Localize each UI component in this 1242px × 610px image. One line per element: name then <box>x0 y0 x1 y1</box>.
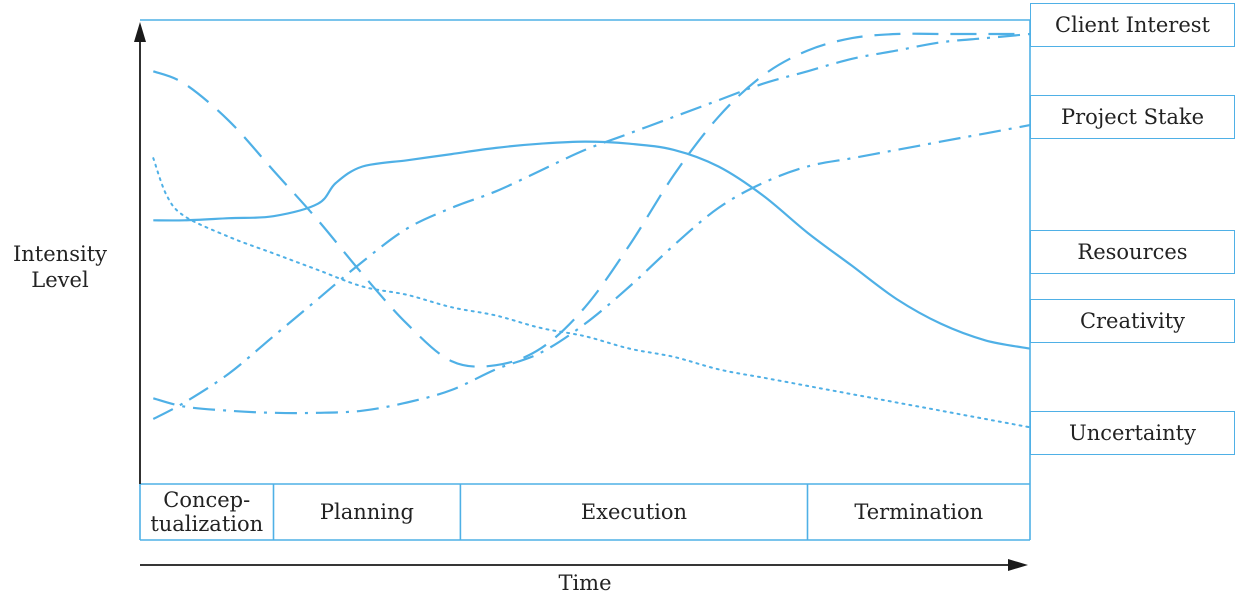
legend-item-project-stake: Project Stake <box>1030 95 1235 139</box>
phase-label: Planning <box>319 500 414 524</box>
plot-frame <box>139 19 1031 541</box>
series-line-client-interest <box>152 32 1017 368</box>
phase-label: Termination <box>854 500 984 524</box>
legend-item-uncertainty: Uncertainty <box>1030 411 1235 455</box>
x-axis-title: Time <box>558 571 612 595</box>
series-line-uncertainty <box>152 157 1031 429</box>
series-line-creativity <box>153 124 1031 415</box>
legend-item-resources: Resources <box>1030 230 1235 274</box>
series-line-project-stake <box>152 32 1031 420</box>
phase-label: Concep- tualization <box>150 488 264 536</box>
series-line-resources <box>153 140 1031 350</box>
x-axis-arrowhead <box>1008 559 1028 571</box>
axes <box>134 22 1028 571</box>
legend-item-creativity: Creativity <box>1030 299 1235 343</box>
y-axis-arrowhead <box>134 22 146 42</box>
phase-label: Execution <box>580 500 688 524</box>
y-axis-title: Intensity Level <box>12 242 107 292</box>
legend-item-client-interest: Client Interest <box>1030 3 1235 47</box>
series-layer <box>152 32 1031 429</box>
